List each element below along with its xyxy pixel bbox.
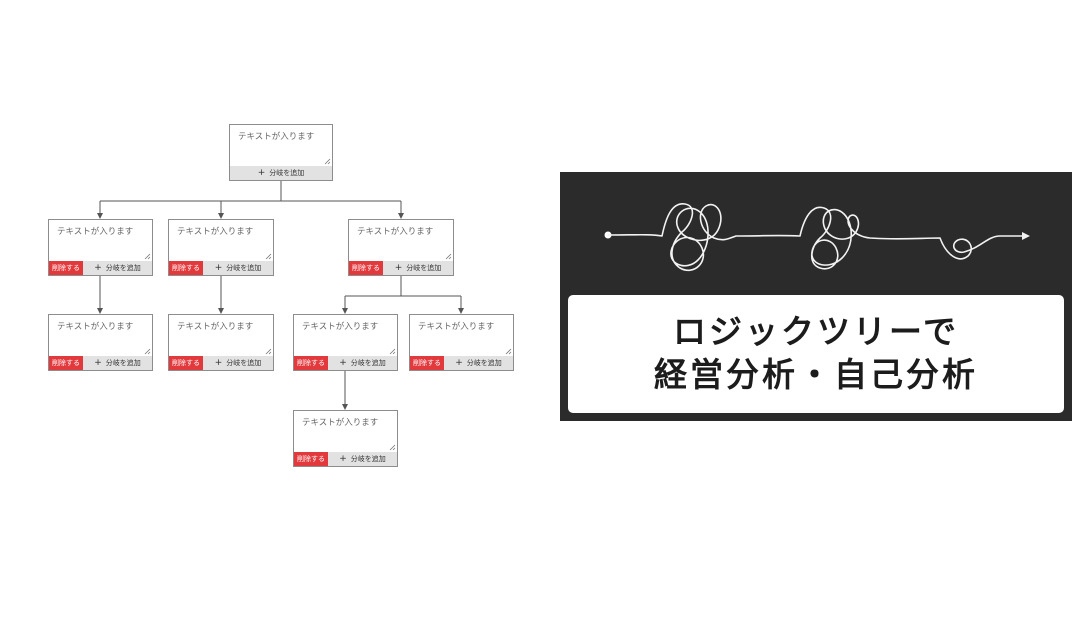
plus-icon: + bbox=[214, 357, 223, 368]
add-branch-label: 分岐を追加 bbox=[350, 359, 386, 367]
plus-icon: + bbox=[214, 262, 223, 273]
node-text: テキストが入ります bbox=[57, 322, 134, 332]
delete-button[interactable]: 削除する bbox=[294, 356, 328, 370]
plus-icon: + bbox=[94, 357, 102, 368]
resize-handle-icon[interactable] bbox=[505, 348, 512, 355]
delete-button[interactable]: 削除する bbox=[349, 261, 383, 275]
node-text: テキストが入ります bbox=[418, 322, 495, 332]
add-branch-label: 分岐を追加 bbox=[226, 264, 262, 272]
resize-handle-icon[interactable] bbox=[389, 444, 396, 451]
node-text: テキストが入ります bbox=[238, 132, 315, 142]
delete-button[interactable]: 削除する bbox=[294, 452, 328, 466]
add-branch-label: 分岐を追加 bbox=[226, 359, 262, 367]
node-text-input[interactable]: テキストが入ります bbox=[410, 315, 513, 356]
resize-handle-icon[interactable] bbox=[144, 253, 151, 260]
node-text: テキストが入ります bbox=[177, 322, 254, 332]
plus-icon: + bbox=[394, 262, 403, 273]
tree-node: テキストが入ります 削除する + 分岐を追加 bbox=[168, 219, 274, 276]
tangled-line-arrow-icon bbox=[604, 203, 1030, 272]
plus-icon: + bbox=[339, 453, 347, 464]
plus-icon: + bbox=[455, 357, 463, 368]
add-branch-label: 分岐を追加 bbox=[105, 264, 141, 272]
tree-node: テキストが入ります 削除する + 分岐を追加 bbox=[48, 219, 153, 276]
node-text: テキストが入ります bbox=[57, 227, 134, 237]
delete-button[interactable]: 削除する bbox=[169, 261, 203, 275]
node-text-input[interactable]: テキストが入ります bbox=[230, 125, 332, 166]
node-text-input[interactable]: テキストが入ります bbox=[49, 315, 152, 356]
add-branch-label: 分岐を追加 bbox=[269, 169, 305, 177]
node-text-input[interactable]: テキストが入ります bbox=[49, 220, 152, 261]
tree-node: テキストが入ります 削除する + 分岐を追加 bbox=[409, 314, 514, 371]
tree-node: テキストが入ります 削除する + 分岐を追加 bbox=[348, 219, 454, 276]
add-branch-button[interactable]: + 分岐を追加 bbox=[328, 356, 397, 370]
node-text-input[interactable]: テキストが入ります bbox=[294, 411, 397, 452]
resize-handle-icon[interactable] bbox=[445, 253, 452, 260]
title-banner: ロジックツリーで 経営分析・自己分析 bbox=[560, 172, 1072, 421]
node-text: テキストが入ります bbox=[302, 322, 379, 332]
tree-node: テキストが入ります 削除する + 分岐を追加 bbox=[293, 410, 398, 467]
logic-tree-editor: テキストが入ります + 分岐を追加 テキストが入ります 削除する + 分岐を追加… bbox=[48, 124, 514, 467]
tree-connectors bbox=[97, 181, 464, 410]
add-branch-button[interactable]: + 分岐を追加 bbox=[203, 261, 273, 275]
node-text: テキストが入ります bbox=[302, 418, 379, 428]
banner-title-line-2: 経営分析・自己分析 bbox=[654, 355, 978, 394]
resize-handle-icon[interactable] bbox=[324, 158, 331, 165]
banner-title-card: ロジックツリーで 経営分析・自己分析 bbox=[568, 295, 1064, 413]
delete-button[interactable]: 削除する bbox=[169, 356, 203, 370]
add-branch-button[interactable]: + 分岐を追加 bbox=[328, 452, 397, 466]
add-branch-label: 分岐を追加 bbox=[105, 359, 141, 367]
add-branch-button[interactable]: + 分岐を追加 bbox=[83, 356, 152, 370]
resize-handle-icon[interactable] bbox=[389, 348, 396, 355]
add-branch-label: 分岐を追加 bbox=[406, 264, 442, 272]
tree-node: テキストが入ります 削除する + 分岐を追加 bbox=[48, 314, 153, 371]
node-text-input[interactable]: テキストが入ります bbox=[294, 315, 397, 356]
add-branch-button[interactable]: + 分岐を追加 bbox=[444, 356, 513, 370]
delete-button[interactable]: 削除する bbox=[49, 356, 83, 370]
delete-button[interactable]: 削除する bbox=[49, 261, 83, 275]
add-branch-label: 分岐を追加 bbox=[350, 455, 386, 463]
add-branch-label: 分岐を追加 bbox=[466, 359, 502, 367]
tree-node-root: テキストが入ります + 分岐を追加 bbox=[229, 124, 333, 181]
node-text-input[interactable]: テキストが入ります bbox=[169, 315, 273, 356]
add-branch-button[interactable]: + 分岐を追加 bbox=[83, 261, 152, 275]
node-text-input[interactable]: テキストが入ります bbox=[349, 220, 453, 261]
node-text: テキストが入ります bbox=[357, 227, 434, 237]
resize-handle-icon[interactable] bbox=[144, 348, 151, 355]
banner-title-line-1: ロジックツリーで bbox=[672, 312, 960, 352]
plus-icon: + bbox=[257, 167, 266, 178]
plus-icon: + bbox=[339, 357, 347, 368]
plus-icon: + bbox=[94, 262, 102, 273]
tree-node: テキストが入ります 削除する + 分岐を追加 bbox=[293, 314, 398, 371]
resize-handle-icon[interactable] bbox=[265, 348, 272, 355]
delete-button[interactable]: 削除する bbox=[410, 356, 444, 370]
node-text-input[interactable]: テキストが入ります bbox=[169, 220, 273, 261]
add-branch-button[interactable]: + 分岐を追加 bbox=[230, 166, 332, 180]
tree-node: テキストが入ります 削除する + 分岐を追加 bbox=[168, 314, 274, 371]
node-text: テキストが入ります bbox=[177, 227, 254, 237]
resize-handle-icon[interactable] bbox=[265, 253, 272, 260]
add-branch-button[interactable]: + 分岐を追加 bbox=[383, 261, 453, 275]
add-branch-button[interactable]: + 分岐を追加 bbox=[203, 356, 273, 370]
